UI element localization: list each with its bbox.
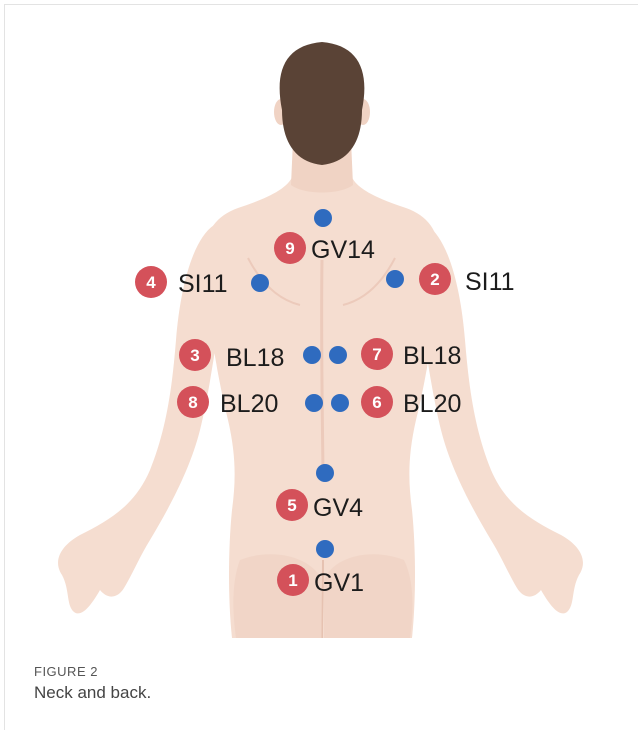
figure-caption-text: Neck and back. [34,683,151,703]
point-label: BL18 [403,342,461,370]
badge-number: 5 [287,496,296,515]
acupoint-marker-1: 1 GV1 [277,564,364,597]
dot-gv14 [314,209,332,227]
badge-number: 9 [285,239,294,258]
dot-gv1 [316,540,334,558]
badge-number: 3 [190,346,199,365]
point-label: GV1 [314,569,364,597]
acupoint-marker-5: 5 GV4 [276,489,363,522]
badge-number: 8 [188,393,197,412]
badge-number: 7 [372,345,381,364]
dot-si11-left [251,274,269,292]
acupoint-marker-2: 2 SI11 [419,263,515,296]
acupoint-marker-8: 8 BL20 [177,386,278,418]
point-label: BL20 [403,390,461,418]
badge-number: 2 [430,270,439,289]
acupoint-marker-7: 7 BL18 [361,338,461,370]
acupoint-diagram: 9 GV14 4 SI11 2 SI11 3 BL18 7 BL18 8 BL2… [0,0,641,660]
point-label: BL18 [226,344,284,372]
dot-bl18-right [329,346,347,364]
badge-number: 4 [146,273,156,292]
dot-bl20-right [331,394,349,412]
spine-shadow [322,260,323,470]
badge-number: 6 [372,393,381,412]
badge-number: 1 [288,571,297,590]
dot-gv4 [316,464,334,482]
point-label: SI11 [465,268,515,296]
dot-bl20-left [305,394,323,412]
point-label: BL20 [220,390,278,418]
point-label: GV4 [313,494,363,522]
acupoint-marker-4: 4 SI11 [135,266,228,298]
dot-si11-right [386,270,404,288]
dot-bl18-left [303,346,321,364]
hair [280,42,365,165]
acupoint-marker-9: 9 GV14 [274,232,375,264]
figure-label: FIGURE 2 [34,664,151,679]
acupoint-marker-3: 3 BL18 [179,339,284,372]
acupoint-marker-6: 6 BL20 [361,386,461,418]
point-label: GV14 [311,236,375,264]
figure-caption: FIGURE 2 Neck and back. [34,664,151,703]
point-label: SI11 [178,270,228,298]
buttock-left [233,554,322,638]
